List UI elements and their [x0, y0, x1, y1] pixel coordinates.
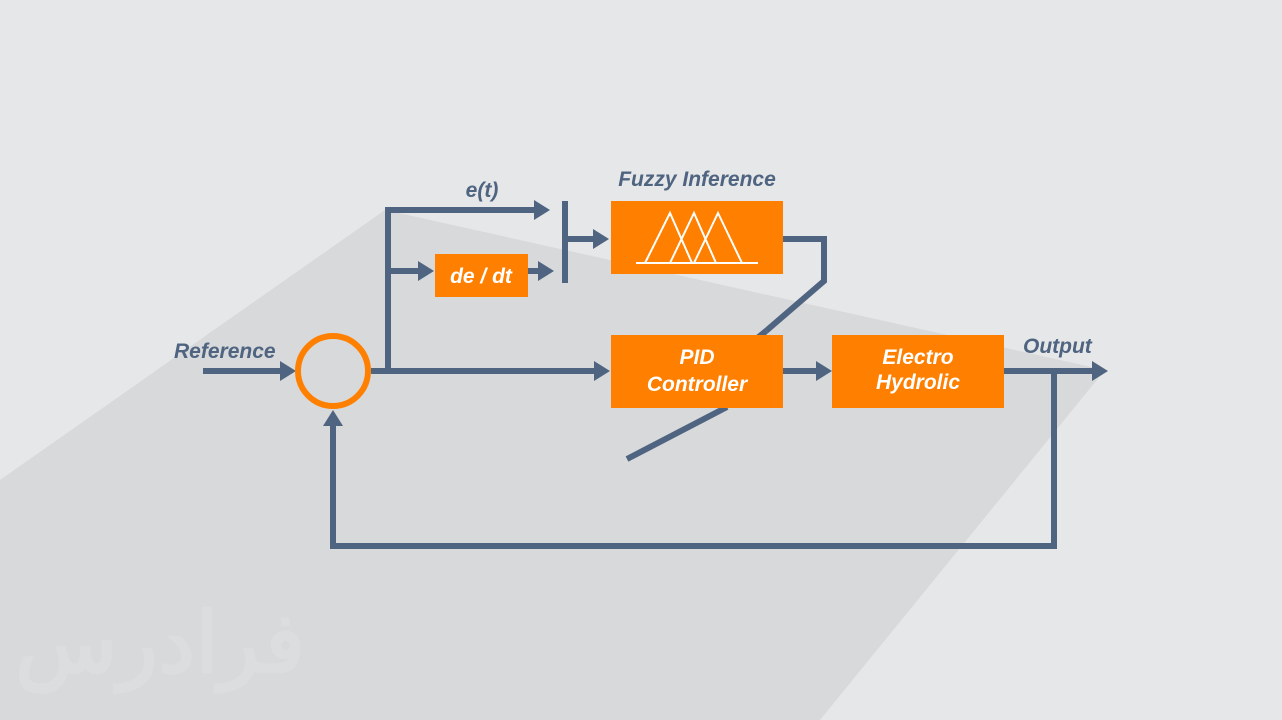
fuzzy-tuning-wire: [764, 236, 827, 334]
summing-junction: [295, 333, 371, 409]
pid-label-line2: Controller: [647, 373, 749, 396]
output-label: Output: [1023, 335, 1093, 358]
feedback-arrow: [323, 410, 343, 426]
plant-label-line2: Hydrolic: [876, 371, 960, 394]
tuning-diagonal: [625, 404, 729, 462]
membership-functions-icon: [636, 210, 758, 264]
electro-hydrolic-block: [832, 335, 1004, 408]
pid-input-arrow: [594, 361, 610, 381]
error-arrow: [534, 200, 550, 220]
fuzzy-input-arrow: [593, 229, 609, 249]
pid-controller-block: [611, 335, 783, 408]
derivative-block: [435, 254, 528, 297]
pid-label-line1: PID: [679, 346, 714, 369]
fuzzy-inference-block: [611, 201, 783, 274]
derivative-input-arrow: [418, 261, 434, 281]
plant-label-line1: Electro: [882, 346, 953, 369]
error-branch-wire: [385, 207, 536, 371]
output-arrow: [1092, 361, 1108, 381]
reference-label: Reference: [174, 340, 276, 363]
derivative-label: de / dt: [450, 265, 513, 288]
feedback-wire: [330, 371, 1057, 549]
reference-arrow: [280, 361, 296, 381]
derivative-output-arrow: [538, 261, 554, 281]
plant-input-arrow: [816, 361, 832, 381]
diagonal-shadow: [0, 210, 1105, 720]
fuzzy-inference-title: Fuzzy Inference: [618, 168, 776, 191]
error-label: e(t): [466, 179, 499, 202]
watermark-logo: فرادرس: [15, 596, 305, 694]
